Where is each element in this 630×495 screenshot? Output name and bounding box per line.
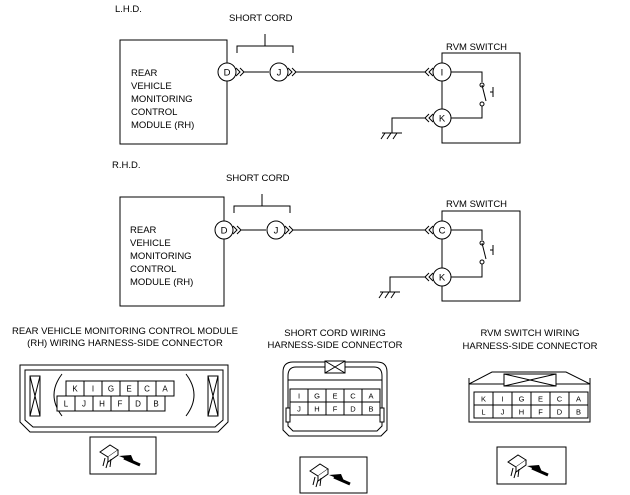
module-connector-terminal-a: A — [162, 385, 168, 394]
rhd-module-label: REAR VEHICLE MONITORING CONTROL MODULE (… — [130, 225, 193, 288]
switch-connector-plug-icon — [507, 454, 549, 479]
switch-connector-terminal-h: H — [519, 408, 524, 417]
svg-text:REAR: REAR — [130, 225, 157, 236]
short-cord-connector-terminal-f: F — [333, 405, 338, 414]
lhd-pin-j — [269, 62, 289, 82]
switch-connector-terminal-c: C — [557, 395, 563, 404]
module-connector-caption-2: (RH) WIRING HARNESS-SIDE CONNECTOR — [27, 338, 223, 349]
lhd-module-label: REAR VEHICLE MONITORING CONTROL MODULE (… — [131, 68, 194, 131]
module-connector-terminal-l: L — [64, 400, 69, 409]
lhd-short-cord-bracket — [236, 34, 294, 53]
svg-text:VEHICLE: VEHICLE — [131, 81, 172, 92]
rhd-diagram: R.H.D. REAR VEHICLE MONITORING CONTROL M… — [112, 160, 521, 307]
lhd-ground-symbol — [380, 117, 425, 140]
rhd-short-cord-bracket — [233, 194, 291, 213]
module-connector-terminal-e: E — [126, 385, 131, 394]
lhd-short-cord-label: SHORT CORD — [229, 13, 293, 24]
module-connector-terminal-f: F — [118, 400, 123, 409]
rhd-switch-box — [441, 210, 521, 302]
short-cord-connector-terminal-b: B — [368, 405, 373, 414]
switch-connector-terminal-l: L — [481, 408, 485, 417]
short-cord-connector-terminal-d: D — [350, 405, 356, 414]
svg-text:MODULE (RH): MODULE (RH) — [130, 277, 193, 288]
switch-connector-terminal-i: I — [501, 395, 503, 404]
switch-connector-terminal-d: D — [557, 408, 563, 417]
svg-text:K: K — [439, 114, 446, 125]
lhd-diagram: L.H.D. REAR VEHICLE MONITORING CONTROL M… — [115, 4, 521, 145]
switch-connector-terminal-k: K — [481, 395, 486, 404]
short-cord-connector: SHORT CORD WIRING HARNESS-SIDE CONNECTOR… — [268, 328, 403, 494]
svg-text:MONITORING: MONITORING — [131, 94, 193, 105]
svg-text:D: D — [224, 68, 231, 79]
svg-text:MONITORING: MONITORING — [130, 251, 192, 262]
rhd-module-box — [119, 196, 225, 307]
module-connector-caption-1: REAR VEHICLE MONITORING CONTROL MODULE — [12, 326, 238, 337]
rhd-pin-d — [214, 220, 234, 240]
rhd-ground-symbol — [378, 276, 425, 299]
rhd-pin-j — [266, 220, 286, 240]
switch-connector-terminal-j: J — [501, 408, 505, 417]
svg-text:J: J — [274, 226, 279, 237]
svg-text:MODULE (RH): MODULE (RH) — [131, 120, 194, 131]
short-cord-connector-cell-b — [361, 401, 381, 416]
svg-text:REAR: REAR — [131, 68, 158, 79]
module-connector-cell-b — [146, 395, 166, 412]
svg-text:K: K — [439, 273, 446, 284]
lhd-module-box — [119, 39, 228, 145]
module-connector-terminal-g: G — [108, 385, 114, 394]
short-cord-connector-terminal-i: I — [298, 392, 300, 401]
rhd-switch-contacts — [451, 229, 494, 278]
switch-connector-caption-2: HARNESS-SIDE CONNECTOR — [463, 341, 598, 352]
switch-connector-caption-1: RVM SWITCH WIRING — [480, 328, 579, 339]
lhd-region-label: L.H.D. — [115, 4, 142, 15]
svg-text:J: J — [277, 68, 282, 79]
module-connector-terminal-d: D — [135, 400, 141, 409]
switch-connector-terminal-e: E — [538, 395, 543, 404]
lhd-switch-label: RVM SWITCH — [446, 42, 507, 53]
lhd-switch-box — [441, 52, 521, 144]
short-cord-connector-plug-icon — [309, 463, 351, 488]
module-connector-terminal-i: I — [92, 385, 94, 394]
svg-text:I: I — [441, 68, 444, 79]
rhd-short-cord-label: SHORT CORD — [226, 173, 290, 184]
switch-connector: RVM SWITCH WIRING HARNESS-SIDE CONNECTOR… — [463, 328, 598, 485]
rhd-switch-label: RVM SWITCH — [446, 199, 507, 210]
switch-connector-terminal-f: F — [538, 408, 543, 417]
svg-text:CONTROL: CONTROL — [130, 264, 176, 275]
rhd-region-label: R.H.D. — [112, 160, 141, 171]
short-cord-connector-terminal-a: A — [368, 392, 373, 401]
module-connector-terminal-k: K — [72, 385, 78, 394]
short-cord-connector-terminal-g: G — [314, 392, 320, 401]
switch-connector-terminal-a: A — [576, 395, 581, 404]
switch-connector-cell-b — [568, 404, 589, 419]
module-connector-terminal-h: H — [99, 400, 105, 409]
module-connector: REAR VEHICLE MONITORING CONTROL MODULE (… — [12, 326, 238, 475]
switch-connector-terminal-g: G — [519, 395, 525, 404]
lhd-pin-d — [217, 62, 237, 82]
module-connector-terminal-b: B — [153, 400, 158, 409]
lhd-switch-contacts — [451, 71, 494, 119]
switch-connector-terminal-b: B — [576, 408, 581, 417]
short-cord-connector-terminal-j: J — [297, 405, 301, 414]
svg-text:VEHICLE: VEHICLE — [130, 238, 171, 249]
svg-text:CONTROL: CONTROL — [131, 107, 177, 118]
module-connector-terminal-j: J — [82, 400, 86, 409]
short-cord-connector-terminal-h: H — [314, 405, 319, 414]
svg-text:C: C — [439, 226, 446, 237]
short-cord-connector-terminal-e: E — [332, 392, 337, 401]
short-cord-connector-caption-1: SHORT CORD WIRING — [284, 328, 386, 339]
module-connector-plug-icon — [99, 444, 141, 469]
module-connector-terminal-c: C — [144, 385, 150, 394]
svg-text:D: D — [221, 226, 228, 237]
short-cord-connector-terminal-c: C — [350, 392, 356, 401]
short-cord-connector-caption-2: HARNESS-SIDE CONNECTOR — [268, 340, 403, 351]
